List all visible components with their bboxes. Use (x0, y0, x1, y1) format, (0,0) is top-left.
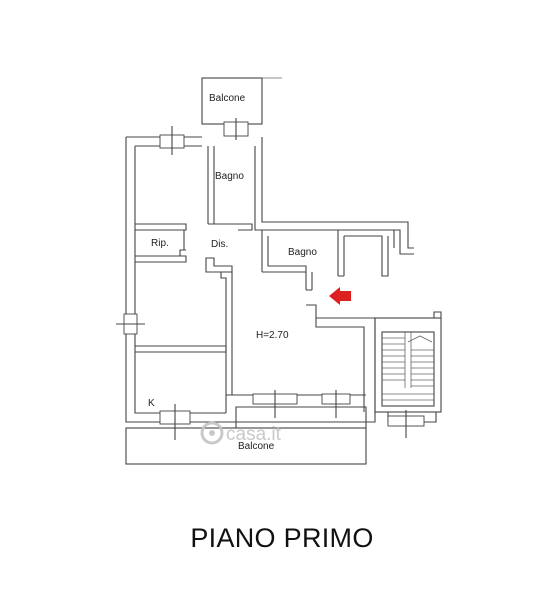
label-ripostiglio: Rip. (151, 238, 169, 249)
outer-walls (125, 136, 414, 423)
label-bagno-2: Bagno (288, 247, 317, 258)
label-living-height: H=2.70 (256, 330, 289, 341)
interior-walls (135, 146, 395, 396)
label-balcone-top: Balcone (209, 93, 246, 104)
watermark: casa.it (200, 421, 282, 445)
floor-title: PIANO PRIMO (190, 523, 373, 553)
bottom-balcony (125, 406, 367, 465)
entrance-arrow-icon (329, 287, 351, 305)
watermark-text: casa.it (226, 424, 282, 445)
label-kitchen: K (148, 398, 155, 409)
windows (116, 118, 425, 440)
stairwell (374, 311, 442, 423)
label-balcone-bottom: Balcone (238, 441, 275, 452)
label-bagno-1: Bagno (215, 171, 244, 182)
label-disimpegno: Dis. (211, 239, 228, 250)
stair-treads (382, 335, 434, 401)
